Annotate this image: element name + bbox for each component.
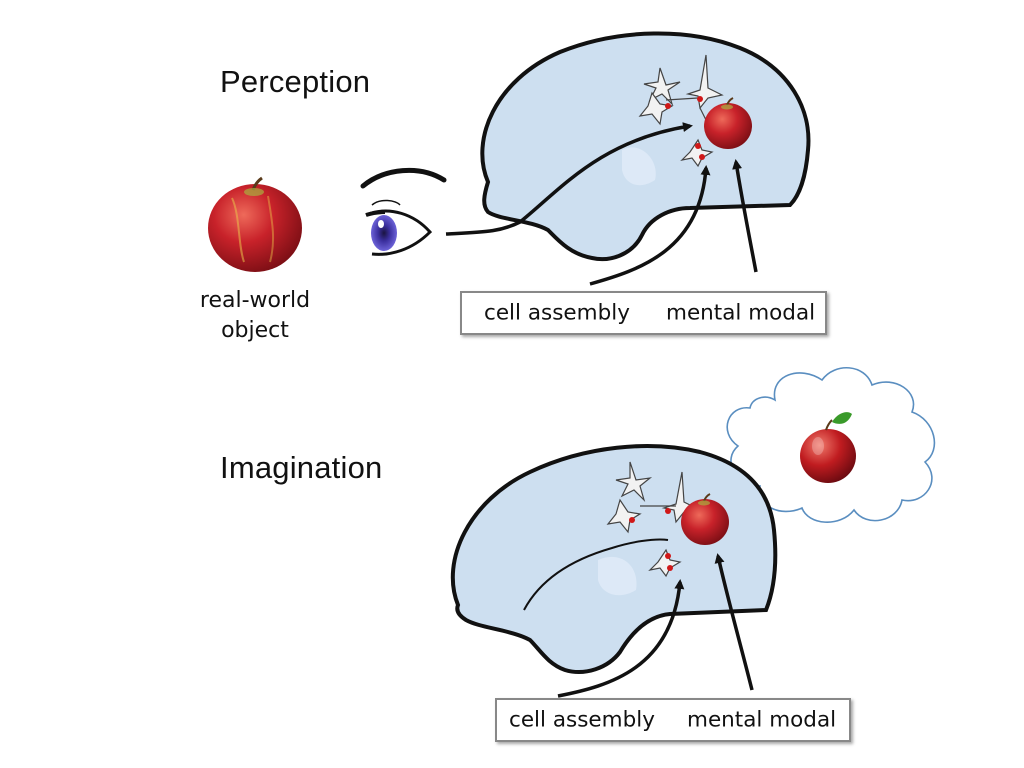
arrow-mental-model-imagination xyxy=(714,553,754,691)
mental-apple-imagination-icon xyxy=(681,493,729,545)
arrow-mental-model-perception xyxy=(732,159,758,273)
brain-imagination-icon xyxy=(450,444,778,674)
neuron-dots-perception xyxy=(665,96,705,160)
perception-title: Perception xyxy=(220,64,371,99)
neuron-dots-imagination xyxy=(629,508,673,571)
cell-assembly-label: cell assembly xyxy=(509,707,655,733)
arrow-cell-assembly-imagination xyxy=(557,579,685,698)
cell-assembly-label: cell assembly xyxy=(484,300,630,326)
object-label-line2: object xyxy=(221,318,289,343)
mental-model-label: mental modal xyxy=(687,707,837,733)
eye-icon xyxy=(360,167,447,256)
neuron-cluster-perception xyxy=(638,54,724,168)
imagination-title: Imagination xyxy=(220,450,383,485)
perception-label-box: cell assembly mental modal xyxy=(460,291,827,335)
arrow-eye-to-brain xyxy=(445,122,693,236)
arrow-cell-assembly-perception xyxy=(589,165,711,286)
imagined-apple-icon xyxy=(800,412,856,483)
mental-apple-perception-icon xyxy=(704,97,752,149)
object-label-line1: real-world xyxy=(199,288,311,313)
real-world-object-label: real-world object xyxy=(190,286,320,346)
real-world-apple-icon xyxy=(208,176,302,272)
brain-perception-icon xyxy=(480,31,811,261)
mental-model-label: mental modal xyxy=(666,300,816,326)
imagination-label-box: cell assembly mental modal xyxy=(495,698,851,742)
